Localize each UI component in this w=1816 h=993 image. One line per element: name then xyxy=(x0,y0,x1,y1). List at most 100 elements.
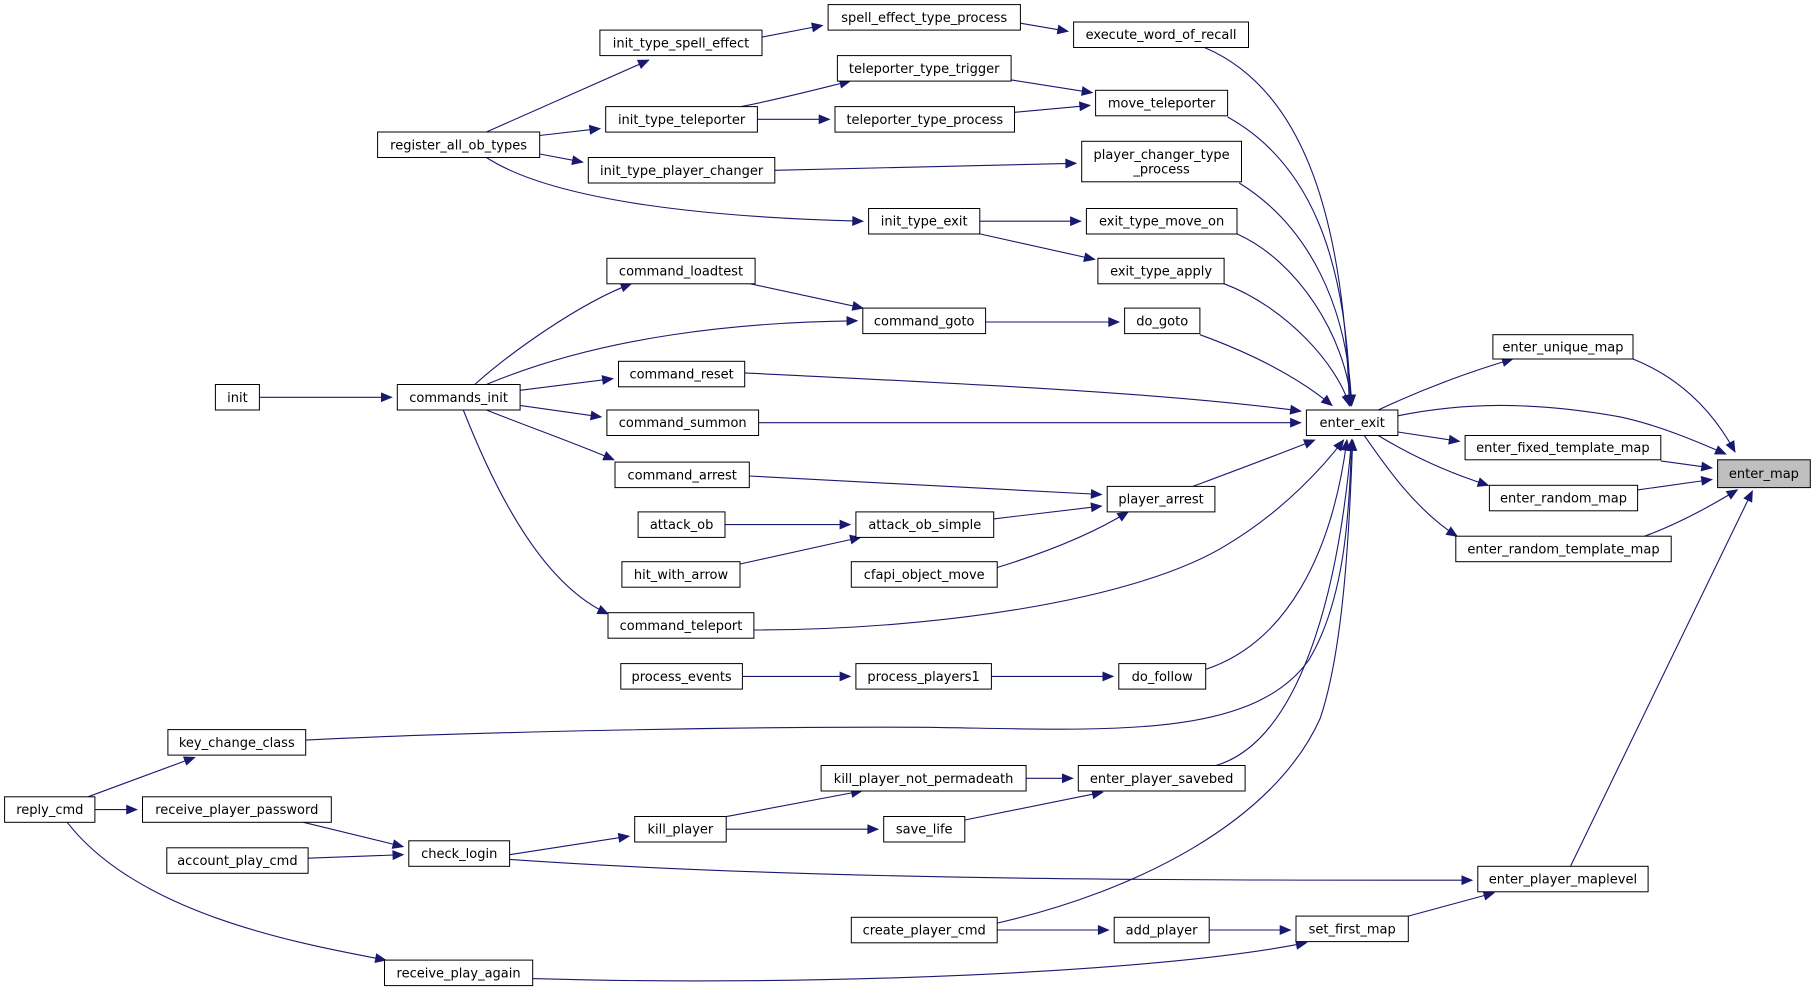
node-enter-player-maplevel[interactable]: enter_player_maplevel xyxy=(1477,865,1649,893)
node-teleporter-type-trigger[interactable]: teleporter_type_trigger xyxy=(836,55,1012,82)
node-box xyxy=(637,511,726,538)
node-reply-cmd[interactable]: reply_cmd xyxy=(4,796,96,823)
node-command-goto[interactable]: command_goto xyxy=(862,307,987,335)
node-add-player[interactable]: add_player xyxy=(1113,916,1210,944)
arrowhead xyxy=(1097,925,1110,935)
node-enter-unique-map[interactable]: enter_unique_map xyxy=(1492,334,1634,360)
node-hit-with-arrow[interactable]: hit_with_arrow xyxy=(621,561,741,588)
node-init[interactable]: init xyxy=(214,384,260,411)
node-teleporter-type-process[interactable]: teleporter_type_process xyxy=(834,106,1015,133)
node-do-goto[interactable]: do_goto xyxy=(1124,307,1201,335)
node-enter-player-savebed[interactable]: enter_player_savebed xyxy=(1077,765,1246,792)
edge-register_all_ob_types-to-init_type_player_changer xyxy=(539,153,584,166)
node-check-login[interactable]: check_login xyxy=(408,840,511,867)
arrowhead xyxy=(588,124,602,135)
node-receive-player-password[interactable]: receive_player_password xyxy=(142,796,332,823)
node-commands-init[interactable]: commands_init xyxy=(396,384,521,411)
edge-line xyxy=(474,283,632,385)
node-enter-exit[interactable]: enter_exit xyxy=(1305,409,1399,436)
arrowhead xyxy=(602,451,615,461)
edge-command_arrest-to-player_arrest xyxy=(749,475,1103,499)
node-exit-type-apply[interactable]: exit_type_apply xyxy=(1097,257,1225,285)
node-set-first-map[interactable]: set_first_map xyxy=(1295,915,1409,943)
node-box xyxy=(1113,916,1210,944)
node-save-life[interactable]: save_life xyxy=(883,816,966,843)
node-box xyxy=(1085,208,1238,235)
node-label: reply_cmd xyxy=(16,803,83,818)
node-receive-play-again[interactable]: receive_play_again xyxy=(384,959,534,987)
edge-line xyxy=(1637,478,1712,491)
node-label: init xyxy=(227,391,248,406)
node-box xyxy=(1081,140,1242,183)
edge-line xyxy=(486,320,858,386)
node-box xyxy=(855,511,995,538)
node-enter-random-map[interactable]: enter_random_map xyxy=(1488,484,1639,512)
edge-line xyxy=(1227,116,1351,406)
node-execute-word-of-recall[interactable]: execute_word_of_recall xyxy=(1073,21,1249,48)
node-label: player_arrest xyxy=(1118,493,1203,508)
node-box xyxy=(868,208,981,235)
node-register-all-ob-types[interactable]: register_all_ob_types xyxy=(377,131,541,158)
node-box xyxy=(836,55,1012,82)
node-box xyxy=(1464,435,1662,461)
node-kill-player-not-permadeath[interactable]: kill_player_not_permadeath xyxy=(820,765,1027,792)
node-attack-ob-simple[interactable]: attack_ob_simple xyxy=(855,511,995,538)
node-box xyxy=(4,796,96,823)
node-box xyxy=(607,612,755,639)
edge-enter_exit-to-enter_map xyxy=(1397,404,1727,455)
node-label: save_life xyxy=(896,823,953,838)
node-command-summon[interactable]: command_summon xyxy=(606,409,760,436)
edge-command_reset-to-enter_exit xyxy=(744,372,1302,415)
edge-line xyxy=(486,157,863,222)
node-enter-fixed-template-map[interactable]: enter_fixed_template_map xyxy=(1464,435,1662,461)
node-spell-effect-type-process[interactable]: spell_effect_type_process xyxy=(827,4,1021,31)
edge-player_arrest-to-enter_exit xyxy=(1192,439,1316,487)
node-do-follow[interactable]: do_follow xyxy=(1118,663,1207,690)
edge-line xyxy=(741,80,851,108)
edge-line xyxy=(1192,439,1315,487)
node-player-arrest[interactable]: player_arrest xyxy=(1106,485,1216,513)
node-enter-map[interactable]: enter_map xyxy=(1717,459,1811,489)
node-process-events[interactable]: process_events xyxy=(620,663,743,690)
node-box xyxy=(377,131,541,158)
node-init-type-player-changer[interactable]: init_type_player_changer xyxy=(587,157,776,184)
node-init-type-exit[interactable]: init_type_exit xyxy=(868,208,981,235)
node-label: move_teleporter xyxy=(1108,97,1216,112)
edge-command_summon-to-enter_exit xyxy=(758,417,1302,428)
node-cfapi-object-move[interactable]: cfapi_object_move xyxy=(850,561,998,588)
node-player-changer-type-process[interactable]: player_changer_type_process xyxy=(1081,140,1242,183)
node-kill-player[interactable]: kill_player xyxy=(634,816,727,843)
node-exit-type-move-on[interactable]: exit_type_move_on xyxy=(1085,208,1238,235)
node-init-type-teleporter[interactable]: init_type_teleporter xyxy=(605,106,758,133)
node-init-type-spell-effect[interactable]: init_type_spell_effect xyxy=(599,29,763,57)
edge-enter_player_savebed-to-enter_exit xyxy=(1215,438,1356,767)
node-key-change-class[interactable]: key_change_class xyxy=(167,729,307,756)
node-create-player-cmd[interactable]: create_player_cmd xyxy=(850,916,998,944)
node-account-play-cmd[interactable]: account_play_cmd xyxy=(166,847,309,874)
edge-cfapi_object_move-to-player_arrest xyxy=(997,511,1130,569)
node-box xyxy=(850,916,998,944)
arrowhead xyxy=(818,114,831,125)
node-box xyxy=(1097,257,1225,285)
node-enter-random-template-map[interactable]: enter_random_template_map xyxy=(1455,535,1672,563)
node-box xyxy=(620,663,743,690)
node-attack-ob[interactable]: attack_ob xyxy=(637,511,726,538)
node-command-loadtest[interactable]: command_loadtest xyxy=(606,257,756,285)
arrowhead xyxy=(1090,502,1103,513)
node-command-reset[interactable]: command_reset xyxy=(618,360,746,388)
node-box xyxy=(1717,459,1811,489)
edge-line xyxy=(1377,358,1513,411)
node-command-teleport[interactable]: command_teleport xyxy=(607,612,755,639)
edge-line xyxy=(1215,440,1353,767)
arrowhead xyxy=(1476,477,1490,487)
node-label: add_player xyxy=(1126,924,1198,939)
node-command-arrest[interactable]: command_arrest xyxy=(614,461,750,489)
node-move-teleporter[interactable]: move_teleporter xyxy=(1095,89,1229,117)
node-box xyxy=(1106,485,1216,513)
edge-enter_exit-to-enter_random_map xyxy=(1377,435,1490,487)
node-label: enter_random_template_map xyxy=(1467,543,1659,558)
node-process-players1[interactable]: process_players1 xyxy=(855,663,992,690)
node-label: enter_map xyxy=(1729,467,1799,482)
arrowhead xyxy=(1725,489,1739,500)
edge-kill_player_not_permadeath-to-enter_player_savebed xyxy=(1026,773,1074,784)
